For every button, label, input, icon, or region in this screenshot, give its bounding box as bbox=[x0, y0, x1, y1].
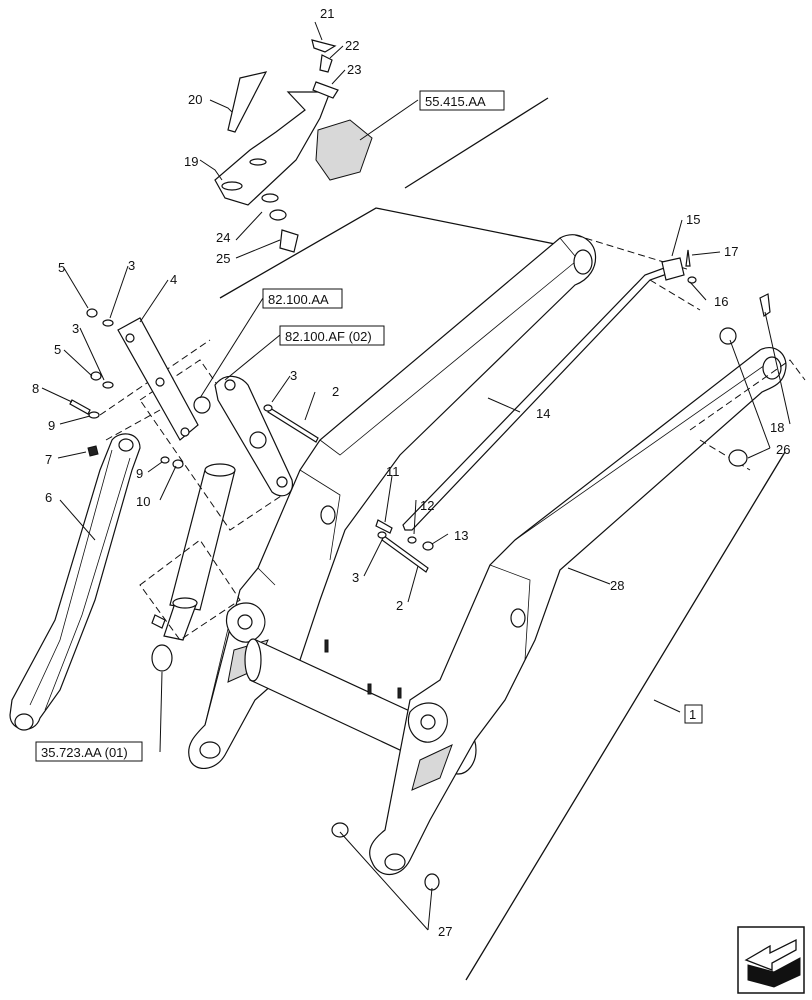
dashed-outline-cylinder bbox=[139, 539, 241, 641]
callout-19: 19 bbox=[184, 154, 198, 169]
plate-4 bbox=[117, 317, 199, 441]
callout-10: 10 bbox=[136, 494, 150, 509]
callout-11: 11 bbox=[386, 464, 400, 479]
svg-text:82.100.AA: 82.100.AA bbox=[268, 292, 329, 307]
callout-7: 7 bbox=[45, 452, 52, 467]
callout-3c: 3 bbox=[290, 368, 297, 383]
dashed-outline-top-right bbox=[574, 234, 806, 471]
svg-text:35.723.AA (01): 35.723.AA (01) bbox=[41, 745, 128, 760]
callout-3d: 3 bbox=[352, 570, 359, 585]
callout-16: 16 bbox=[714, 294, 728, 309]
leader-lines bbox=[41, 21, 791, 931]
guide-line-top bbox=[404, 97, 549, 189]
callout-labels: 21 22 23 20 19 24 25 5 3 4 3 5 8 9 7 6 9… bbox=[32, 6, 790, 939]
svg-text:55.415.AA: 55.415.AA bbox=[425, 94, 486, 109]
hardware bbox=[69, 249, 771, 891]
callout-17: 17 bbox=[724, 244, 738, 259]
callout-3a: 3 bbox=[128, 258, 135, 273]
svg-text:82.100.AF (02): 82.100.AF (02) bbox=[285, 329, 372, 344]
ref-box-35723[interactable]: 35.723.AA (01) bbox=[35, 741, 143, 762]
callout-12: 12 bbox=[420, 498, 434, 513]
svg-text:1: 1 bbox=[689, 707, 696, 722]
callout-26: 26 bbox=[776, 442, 790, 457]
callout-4: 4 bbox=[170, 272, 177, 287]
callout-22: 22 bbox=[345, 38, 359, 53]
callout-14: 14 bbox=[536, 406, 550, 421]
callout-25: 25 bbox=[216, 251, 230, 266]
callout-3b: 3 bbox=[72, 321, 79, 336]
callout-18: 18 bbox=[770, 420, 784, 435]
bracket-top bbox=[214, 39, 373, 253]
callout-20: 20 bbox=[188, 92, 202, 107]
ref-box-82100[interactable]: 82.100.AA bbox=[262, 288, 343, 309]
right-loader-arm bbox=[369, 347, 787, 876]
callout-5b: 5 bbox=[54, 342, 61, 357]
callout-9b: 9 bbox=[136, 466, 143, 481]
dashed-outline-bracket bbox=[139, 359, 291, 531]
left-loader-arm bbox=[188, 234, 597, 769]
callout-9a: 9 bbox=[48, 418, 55, 433]
plate-82100af bbox=[193, 375, 294, 497]
callout-23: 23 bbox=[347, 62, 361, 77]
callout-24: 24 bbox=[216, 230, 230, 245]
callout-27: 27 bbox=[438, 924, 452, 939]
guide-line-left bbox=[219, 207, 561, 299]
callout-2b: 2 bbox=[396, 598, 403, 613]
ref-box-55415[interactable]: 55.415.AA bbox=[419, 90, 505, 111]
callout-13: 13 bbox=[454, 528, 468, 543]
assembly-bracket-line bbox=[465, 451, 786, 981]
link-arm bbox=[9, 433, 141, 731]
callout-28: 28 bbox=[610, 578, 624, 593]
callout-6: 6 bbox=[45, 490, 52, 505]
callout-2a: 2 bbox=[332, 384, 339, 399]
hydraulic-cylinder bbox=[151, 463, 236, 672]
ref-box-1[interactable]: 1 bbox=[684, 704, 703, 724]
next-page-arrow-icon[interactable] bbox=[737, 926, 805, 994]
callout-5a: 5 bbox=[58, 260, 65, 275]
callout-15: 15 bbox=[686, 212, 700, 227]
callout-21: 21 bbox=[320, 6, 334, 21]
ref-box-82100af[interactable]: 82.100.AF (02) bbox=[279, 325, 385, 346]
callout-8: 8 bbox=[32, 381, 39, 396]
